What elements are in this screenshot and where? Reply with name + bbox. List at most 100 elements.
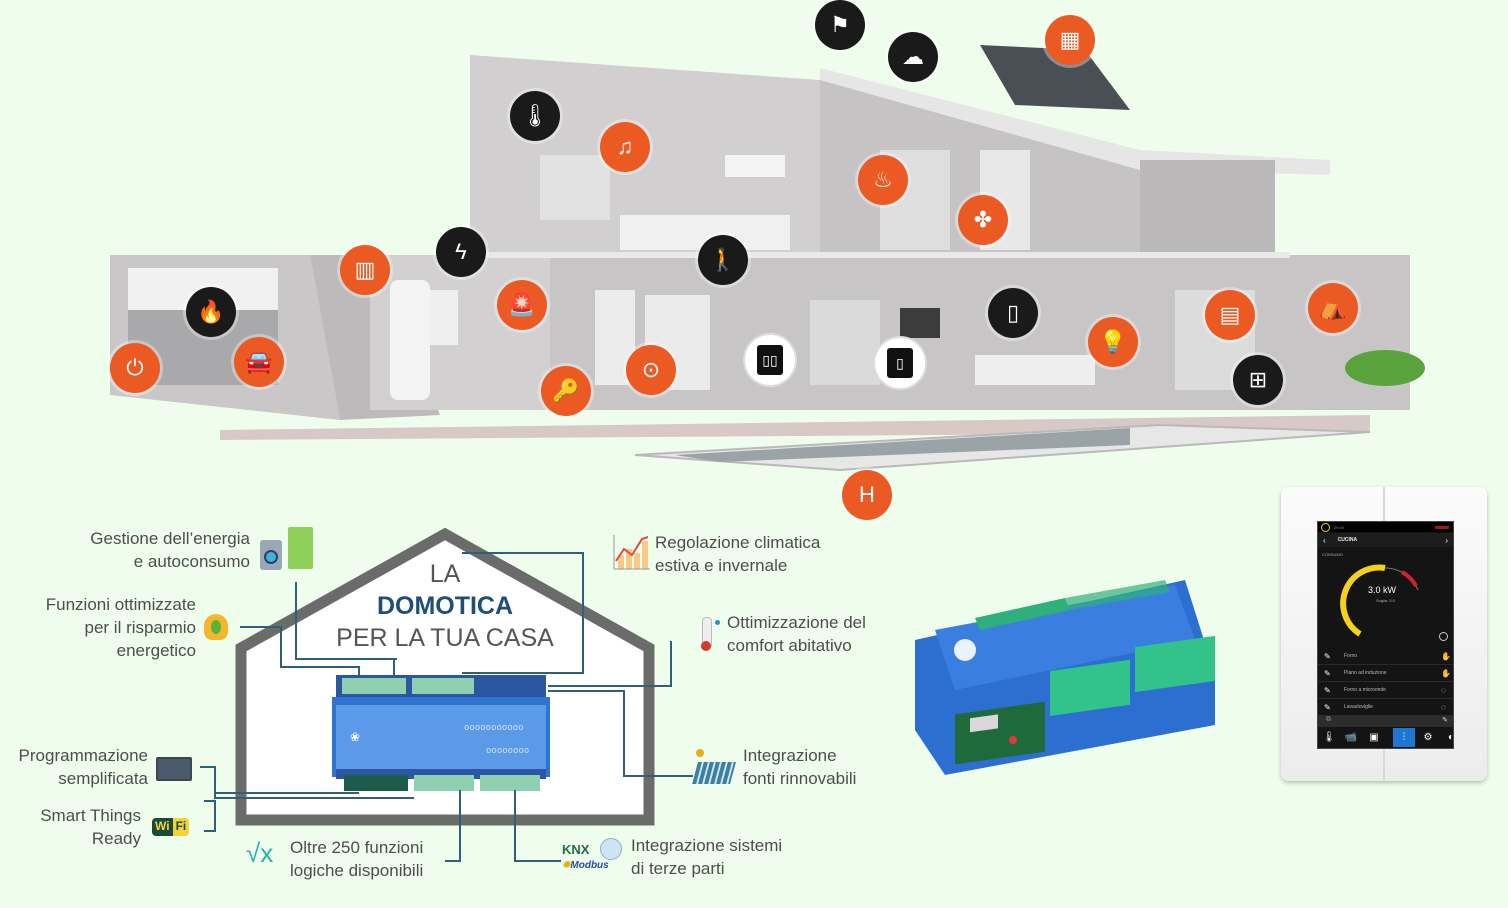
info-icon[interactable] bbox=[1321, 522, 1330, 532]
solar-panels-icon bbox=[692, 762, 736, 784]
growth-chart-icon bbox=[613, 535, 650, 570]
garage-door-icon[interactable]: 🚘 bbox=[234, 337, 284, 387]
smart-house-illustration: ⚑ ☁ ▦ 🌡 ♫ ♨ ✤ ϟ 🚶 ▥ 🔥 🚨 ⏻ 🚘 🔑 ⊙ ▯▯ ▯ ▯ 💡… bbox=[100, 0, 1430, 520]
gauge-threshold: Soglia: 5.0 bbox=[1376, 598, 1395, 603]
touch-screen[interactable]: 09:40 ‹ CUCINA › CONSUMO 3.0 kW Soglia: … bbox=[1317, 521, 1454, 749]
alarm-siren-icon[interactable]: 🚨 bbox=[497, 280, 547, 330]
wire-renewables bbox=[548, 690, 625, 777]
plug-icon: ✎ bbox=[1324, 668, 1331, 678]
hand-icon: ✋ bbox=[1441, 651, 1451, 661]
load-row[interactable]: ✎Piano ad induzione✋ bbox=[1318, 665, 1453, 682]
section-label: CONSUMO bbox=[1322, 552, 1343, 557]
wire-renewables-h bbox=[623, 775, 693, 777]
light-bulb-icon[interactable]: 💡 bbox=[1088, 317, 1138, 367]
gauge-value: 3.0 kW bbox=[1368, 585, 1397, 595]
plug-icon: ✎ bbox=[1324, 651, 1331, 661]
awning-icon[interactable]: ⛺ bbox=[1308, 283, 1358, 333]
washing-machine-icon bbox=[260, 540, 282, 570]
svg-text:❀: ❀ bbox=[350, 730, 360, 744]
load-row[interactable]: ✎Forno a microonde◌ bbox=[1318, 682, 1453, 699]
solar-panel-icon[interactable]: ▦ bbox=[1045, 15, 1095, 65]
svg-text:oooooooo: oooooooo bbox=[486, 746, 529, 756]
load-row[interactable]: ✎Lavastoviglie◌ bbox=[1318, 699, 1453, 716]
electricity-icon[interactable]: ϟ bbox=[436, 227, 486, 277]
sun-icon bbox=[696, 749, 704, 757]
thermometer-icon[interactable]: 🌡 bbox=[510, 91, 560, 141]
door-icon[interactable]: ▯ bbox=[988, 288, 1038, 338]
fire-icon[interactable]: 🔥 bbox=[186, 287, 236, 337]
wire-comfort bbox=[548, 641, 672, 687]
prev-room-button[interactable]: ‹ bbox=[1323, 535, 1326, 545]
weather-rain-icon[interactable]: ☁ bbox=[888, 32, 938, 82]
toolbar: ⧉ ✎ bbox=[1318, 716, 1453, 727]
gauge-value-arc bbox=[1340, 564, 1386, 637]
plug-icon: ✎ bbox=[1324, 685, 1331, 695]
load-row[interactable]: ✎Forno✋ bbox=[1318, 648, 1453, 665]
protocol-logo-icon bbox=[600, 838, 622, 860]
ventilation-fan-icon[interactable]: ✤ bbox=[958, 195, 1008, 245]
thermometer-small-icon bbox=[701, 617, 712, 651]
power-socket-icon[interactable]: ⊙ bbox=[626, 345, 676, 395]
laptop-icon bbox=[156, 757, 192, 781]
hand-icon: ✋ bbox=[1441, 668, 1451, 678]
comfort-dot bbox=[715, 620, 720, 625]
nav-settings[interactable]: ⚙ bbox=[1423, 732, 1433, 743]
eco-bulb-icon bbox=[204, 614, 228, 640]
wire-smartthings bbox=[204, 800, 216, 832]
diagram-title: LA DOMOTICA PER LA TUA CASA bbox=[235, 560, 655, 660]
wind-sensor-icon[interactable]: ⚑ bbox=[815, 0, 865, 50]
status-time: 09:40 bbox=[1334, 524, 1345, 530]
room-header: ‹ CUCINA › bbox=[1318, 533, 1453, 547]
gauge-info-icon[interactable] bbox=[1439, 632, 1448, 641]
radiator-icon[interactable]: ▥ bbox=[340, 245, 390, 295]
refrigerator-icon bbox=[288, 527, 313, 569]
edit-icon[interactable]: ✎ bbox=[1442, 717, 1448, 724]
nav-more[interactable]: ◐ bbox=[1447, 732, 1454, 743]
nav-temperature[interactable]: 🌡 bbox=[1322, 732, 1336, 743]
roller-shutter-icon[interactable]: ▤ bbox=[1205, 290, 1255, 340]
wire-programming bbox=[200, 766, 216, 798]
title-line-domotica: DOMOTICA bbox=[376, 592, 514, 620]
motion-sensor-icon[interactable]: 🚶 bbox=[698, 235, 748, 285]
room-title: CUCINA bbox=[1337, 537, 1358, 543]
auto-cycle-icon: ◌ bbox=[1441, 702, 1446, 712]
key-access-icon[interactable]: 🔑 bbox=[541, 366, 591, 416]
auto-cycle-icon: ◌ bbox=[1441, 685, 1446, 695]
ev-charging-icon[interactable]: ⏻ bbox=[110, 343, 160, 393]
smartphone-icon[interactable]: ▯ bbox=[875, 338, 925, 388]
modbus-logo: ✹Modbus bbox=[562, 860, 609, 871]
wire-climate bbox=[462, 552, 584, 674]
square-root-icon: √x bbox=[246, 838, 274, 868]
wall-touch-panel: 09:40 ‹ CUCINA › CONSUMO 3.0 kW Soglia: … bbox=[1281, 487, 1487, 781]
wire-saving bbox=[240, 626, 282, 668]
window-icon[interactable]: ⊞ bbox=[1233, 355, 1283, 405]
gauge-threshold-arc bbox=[1400, 570, 1418, 588]
nav-energy[interactable]: ⫶ bbox=[1393, 728, 1415, 747]
svg-text:ooooooooooo: ooooooooooo bbox=[464, 723, 524, 733]
garden-hedge bbox=[1345, 350, 1425, 386]
wire-smartthings-h bbox=[214, 797, 414, 799]
nav-camera[interactable]: 📹 bbox=[1344, 732, 1358, 743]
wall-switch-icon[interactable]: ▯▯ bbox=[745, 335, 795, 385]
title-line-per-la-tua-casa: PER LA TUA CASA bbox=[336, 624, 554, 652]
diagram-controller-graphic: ❀ ooooooooooo oooooooo bbox=[332, 675, 550, 791]
house-cutaway-drawing bbox=[110, 45, 1425, 472]
nav-scenes[interactable]: ▣ bbox=[1369, 732, 1379, 743]
pool-ladder-icon[interactable]: H bbox=[842, 470, 892, 520]
wire-saving-drop bbox=[358, 666, 360, 678]
next-room-button[interactable]: › bbox=[1445, 535, 1448, 545]
music-icon[interactable]: ♫ bbox=[600, 122, 650, 172]
wire-energy-drop bbox=[393, 658, 395, 678]
link-icon[interactable]: ⧉ bbox=[1326, 716, 1331, 723]
bathroom-heating-icon[interactable]: ♨ bbox=[858, 155, 908, 205]
wifi-badge: Wi Fi bbox=[152, 818, 190, 836]
alert-indicator bbox=[1435, 525, 1449, 529]
wire-programming-h bbox=[214, 792, 359, 794]
